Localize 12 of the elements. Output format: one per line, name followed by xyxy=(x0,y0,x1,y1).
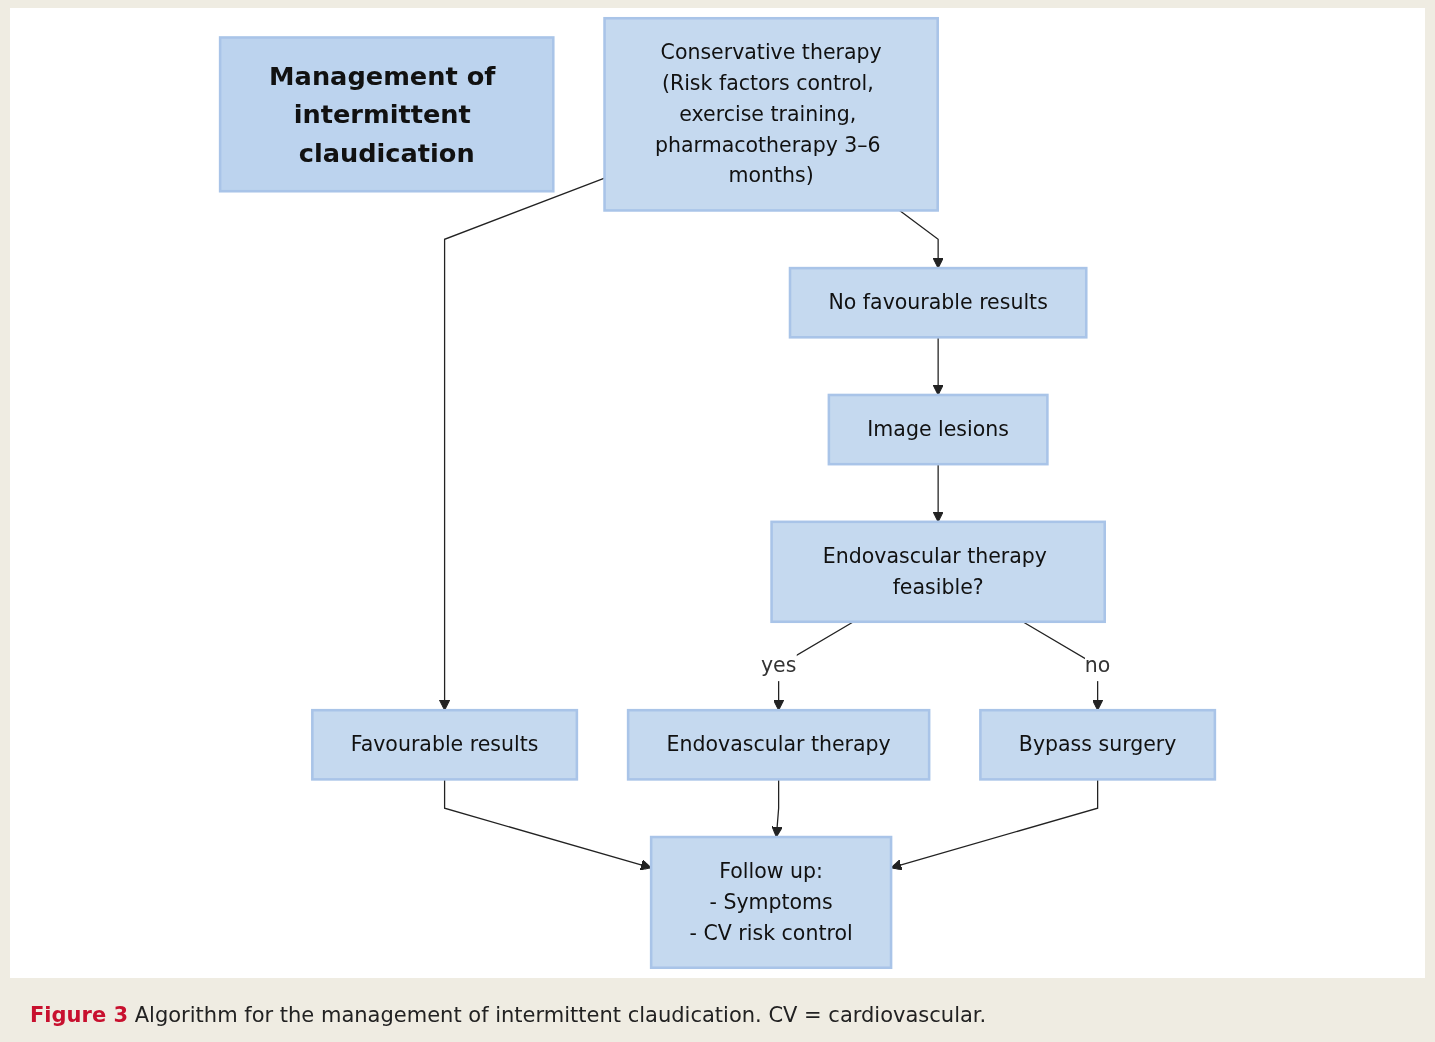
node-box: No favourable results xyxy=(788,266,1088,339)
edge-label: no xyxy=(1084,653,1111,678)
node-box: Conservative therapy (Risk factors control, exercise training, pharmacotherapy 3–6 months) xyxy=(603,16,939,212)
edge-label: yes xyxy=(760,653,797,678)
node-box: Favourable results xyxy=(311,708,579,781)
node-box: Image lesions xyxy=(827,393,1049,466)
figure-caption: Figure 3 Algorithm for the management of intermittent claudication. CV = cardiovascular. xyxy=(30,1003,987,1027)
node-box: Bypass surgery xyxy=(979,708,1217,781)
node-box: Endovascular therapy xyxy=(626,708,931,781)
node-box: Endovascular therapy feasible? xyxy=(770,520,1106,624)
node-box: Follow up: - Symptoms - CV risk control xyxy=(649,835,893,970)
node-box: Management of intermittent claudication xyxy=(218,36,555,193)
